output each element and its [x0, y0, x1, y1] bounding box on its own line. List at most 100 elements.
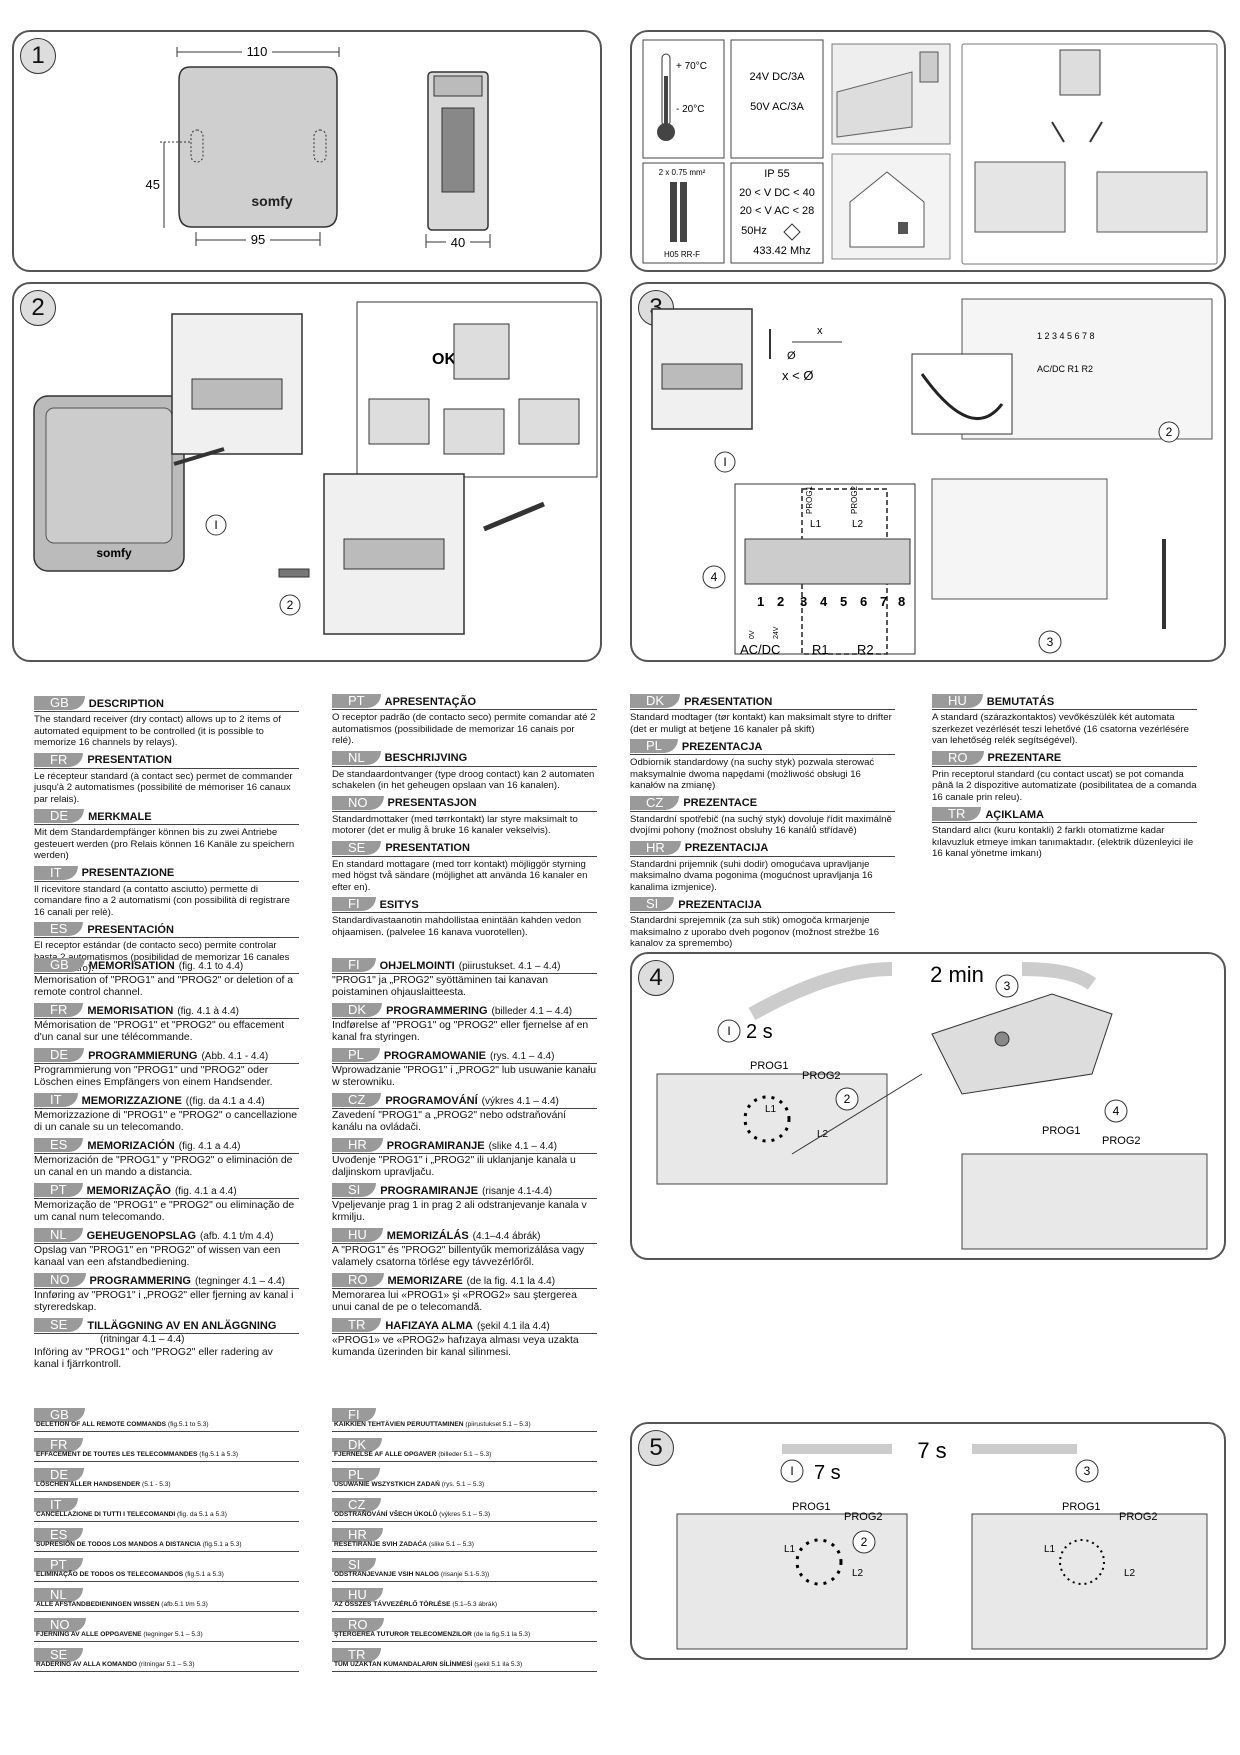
section-body: Uvođenje "PROG1" i „PROG2" ili uklanjanj…: [332, 1155, 576, 1178]
deletion-title: CANCELLAZIONE DI TUTTI I TELECOMANDI: [36, 1511, 176, 1518]
section-title: GEHEUGENOPSLAG: [86, 1229, 197, 1242]
section-body: Standard alıcı (kuru kontakli) 2 farklı …: [932, 825, 1194, 859]
section-title: TILLÄGGNING AV EN ANLÄGGNING: [87, 1319, 277, 1332]
wiring-drawing: x Ø x < Ø I 1 2 3 4 5 6 7 8 AC/DC R1 R2 …: [651, 298, 1213, 657]
r1-label: R1: [812, 642, 829, 657]
step-4: 4: [1113, 1104, 1120, 1118]
lang-code: HU: [932, 694, 983, 708]
v24-label: 24V: [773, 626, 780, 639]
section-body: De standaardontvanger (type droog contac…: [332, 768, 595, 792]
figure-2-number: 2: [20, 290, 56, 326]
prog2-label-2: PROG2: [1102, 1135, 1141, 1147]
dim-height: 45: [146, 177, 160, 192]
deletion-ref: (5.1 - 5.3): [142, 1481, 171, 1488]
section-title: PRESENTASJON: [387, 797, 477, 809]
step-1: I: [214, 518, 217, 532]
section-title: PRESENTACIÓN: [87, 923, 174, 936]
range-dc: 20 < V DC < 40: [739, 187, 815, 199]
deletion-ref: (piirustukset 5.1 – 5.3): [465, 1421, 531, 1428]
l1-label-2: L1: [1044, 1544, 1056, 1555]
section-body: Memorisation of "PROG1" and "PROG2" or d…: [34, 975, 294, 998]
terminal-3: 3: [800, 594, 807, 609]
voltage-dc: 24V DC/3A: [749, 71, 805, 83]
deletion-ref: (şekil 5.1 ila 5.3): [474, 1661, 523, 1668]
section-title: PROGRAMMERING: [386, 1004, 488, 1017]
section-title: PREZENTARE: [987, 752, 1062, 764]
lang-code: NL: [34, 1228, 83, 1242]
section-ref: ((fig. da 4.1 a 4.4): [185, 1095, 265, 1107]
time-short: 2 s: [746, 1021, 773, 1043]
small-labels: AC/DC R1 R2: [1037, 364, 1093, 374]
diam-label: Ø: [787, 350, 796, 362]
small-terminals: 1 2 3 4 5 6 7 8: [1037, 331, 1095, 341]
prog2-label: PROG2: [850, 485, 859, 514]
lang-code: HU: [332, 1588, 383, 1602]
prog2-label-2: PROG2: [1119, 1511, 1158, 1523]
lang-code: DE: [34, 1468, 85, 1482]
ok-label: OK: [432, 351, 456, 368]
section-title: MEMORIZÁLÁS: [386, 1229, 469, 1242]
section-body: Prin receptorul standard (cu contact usc…: [932, 768, 1197, 803]
lang-code: NO: [34, 1618, 86, 1632]
ip-rating: IP 55: [764, 168, 790, 180]
lang-code: IT: [34, 865, 78, 880]
section-body: Standardivastaanotin mahdollistaa enintä…: [332, 915, 582, 938]
step-2: 2: [844, 1092, 851, 1106]
section-title: HAFIZAYA ALMA: [385, 1319, 473, 1332]
memorisation-drawing: 2 min I 2 s PROG1 PROG2 L1 L2 2 3 4 PROG…: [656, 962, 1208, 1250]
section-body: Zavedení "PROG1" a „PROG2" nebo odstraňo…: [332, 1110, 567, 1133]
section-ref: (fig. 4.1 à 4.4): [177, 1005, 240, 1017]
time-long: 7 s: [917, 1438, 946, 1463]
lang-code: SE: [34, 1648, 84, 1662]
lang-code: HR: [630, 840, 681, 855]
lang-code: FR: [34, 1438, 84, 1452]
section-body: Standard modtager (tør kontakt) kan maks…: [630, 712, 892, 735]
specification-drawing: + 70°C - 20°C 2 x 0.75 mm² H05 RR-F 24V …: [642, 39, 1218, 265]
section-body: Odbiornik standardowy (na suchy styk) po…: [630, 757, 875, 791]
section-title: OHJELMOINTI: [379, 959, 455, 972]
deletion-ref: (fig.5.1 a 5.3): [185, 1571, 224, 1578]
lang-code: DK: [332, 1003, 383, 1017]
deletion-title: TÜM UZAKTAN KUMANDALARIN SİLİNMESİ: [334, 1661, 473, 1668]
lang-code: RO: [332, 1273, 384, 1287]
terminal-4: 4: [820, 594, 828, 609]
acdc-label: AC/DC: [740, 642, 780, 657]
deletion-ref: (fig. da 5.1 a 5.3): [177, 1511, 227, 1518]
prog1-label-2: PROG1: [1042, 1125, 1081, 1137]
section-title: PRESENTATION: [385, 842, 470, 854]
lang-code: TR: [932, 807, 982, 821]
lang-code: IT: [34, 1093, 78, 1107]
deletion-ref: (billeder 5.1 – 5.3): [438, 1451, 492, 1458]
l2-label: L2: [852, 519, 864, 530]
section-title: PRESENTAZIONE: [81, 867, 175, 879]
section-title: PREZENTACIJA: [678, 898, 762, 911]
section-title: AÇIKLAMA: [985, 808, 1045, 821]
deletion-title: FJERNELSE AF ALLE OPGAVER: [334, 1451, 437, 1458]
section-body: The standard receiver (dry contact) allo…: [34, 714, 281, 748]
prog2-label: PROG2: [802, 1070, 841, 1082]
section-title: PROGRAMMERING: [89, 1274, 191, 1287]
deletion-ref: (fig.5.1 à 5.3): [199, 1451, 239, 1458]
installation-drawing: somfy I OK 2: [33, 301, 598, 635]
temp-low: - 20°C: [676, 104, 704, 115]
v0-label: 0V: [749, 630, 756, 639]
time-short: 7 s: [814, 1462, 841, 1484]
